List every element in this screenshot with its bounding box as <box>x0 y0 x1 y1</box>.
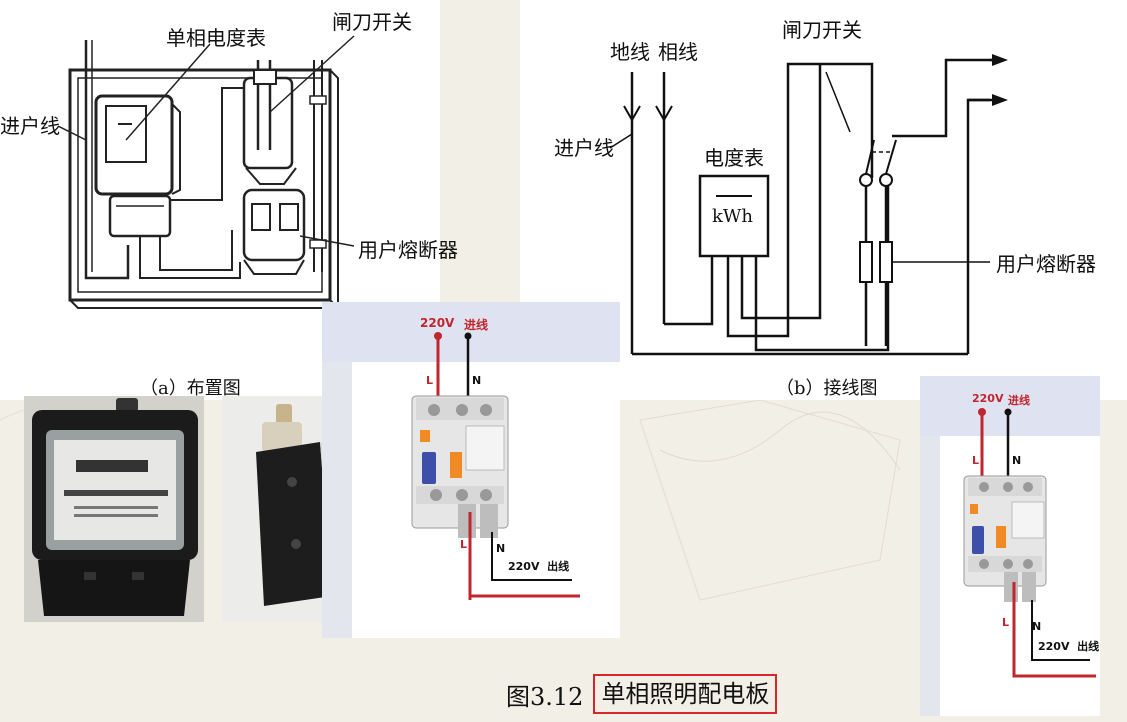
breaker2-n-top: N <box>1012 454 1022 467</box>
meter-label: 单相电度表 <box>166 26 266 50</box>
wiring-fuse-label: 用户熔断器 <box>996 252 1096 276</box>
breaker-photo-1: 220V 进线 L N L N 220V 出线 <box>322 302 620 638</box>
meter-unit-label: kWh <box>712 206 754 227</box>
figure-title: 单相照明配电板 <box>593 674 778 714</box>
phase-wire-label: 相线 <box>658 40 698 64</box>
figure-caption: 图3.12 单相照明配电板 <box>506 672 778 716</box>
figure-number: 图3.12 <box>506 682 584 711</box>
wiring-meter-label: 电度表 <box>704 146 764 170</box>
breaker1-n-top: N <box>472 374 482 387</box>
breaker2-input-label: 进线 <box>1008 394 1030 407</box>
energy-meter-photo <box>24 396 204 622</box>
breaker-image-2 <box>920 376 1100 716</box>
wiring-caption: （b）接线图 <box>776 378 878 399</box>
breaker-photo-2: 220V 进线 L N L N 220V 出线 <box>920 376 1100 716</box>
energy-meter-image <box>24 396 204 622</box>
breaker-image-1 <box>322 302 620 638</box>
wiring-entry-label: 进户线 <box>554 136 614 160</box>
breaker1-input-label: 进线 <box>464 318 489 332</box>
knife-switch-label: 闸刀开关 <box>332 10 412 34</box>
breaker2-input-voltage: 220V <box>972 392 1004 405</box>
wiring-switch-label: 闸刀开关 <box>782 18 862 42</box>
breaker1-l-bottom: L <box>460 538 468 551</box>
breaker1-l-top: L <box>426 374 434 387</box>
breaker2-n-bottom: N <box>1032 620 1042 633</box>
breaker1-n-bottom: N <box>496 542 506 555</box>
user-fuse-label: 用户熔断器 <box>358 238 458 262</box>
layout-caption: （a）布置图 <box>140 378 241 399</box>
ground-wire-label: 地线 <box>610 40 650 64</box>
wiring-diagram-panel: 地线 相线 闸刀开关 进户线 电度表 kWh 用户熔断器 （b）接线图 <box>520 0 1127 400</box>
wiring-diagram <box>520 0 1127 400</box>
entry-line-label: 进户线 <box>0 114 60 138</box>
breaker1-input-voltage: 220V <box>420 316 455 330</box>
breaker2-l-top: L <box>972 454 980 467</box>
breaker1-output-label: 220V 出线 <box>508 560 570 573</box>
breaker2-output-label: 220V 出线 <box>1038 640 1100 653</box>
breaker2-l-bottom: L <box>1002 616 1010 629</box>
